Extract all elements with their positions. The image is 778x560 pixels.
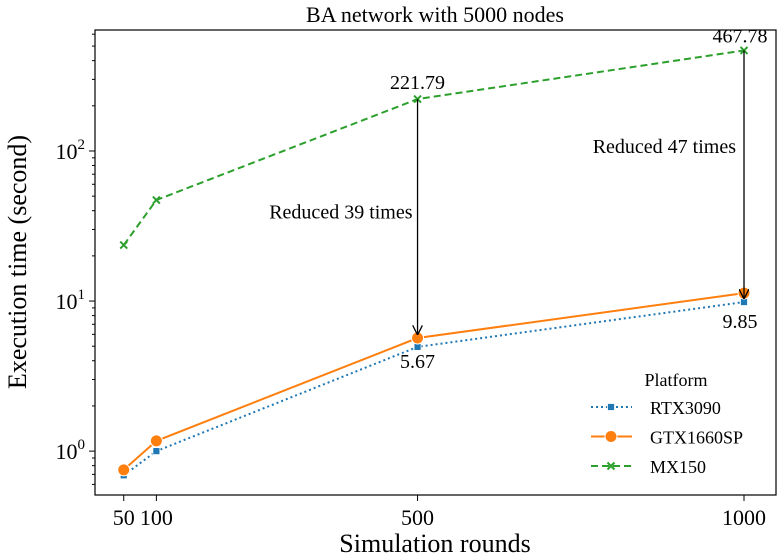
plot-frame [94,29,777,496]
data-point [149,434,163,448]
x-tick-label: 500 [401,505,434,530]
y-tick-label: 101 [56,287,86,314]
legend-item: MX150 [591,457,706,477]
legend-item: RTX3090 [591,398,721,418]
data-point [152,447,161,456]
chart-title: BA network with 5000 nodes [306,2,564,27]
legend-item: GTX1660SP [591,428,743,448]
legend-label: RTX3090 [650,398,721,418]
legend-marker [604,430,618,443]
x-tick-label: 100 [140,505,173,530]
y-tick-label: 100 [56,437,86,464]
data-point [739,46,749,55]
value-label: 5.67 [400,351,435,373]
data-point [117,463,131,477]
x-axis-label: Simulation rounds [339,529,530,555]
legend-title: Platform [645,370,708,390]
reduction-label: Reduced 47 times [593,136,737,158]
series-line [123,301,745,477]
x-tick-label: 50 [113,505,135,530]
legend-marker [606,461,616,471]
data-point [152,195,161,205]
value-label: 221.79 [390,72,445,94]
y-axis-label: Execution time (second) [3,135,32,389]
value-label: 467.78 [713,25,768,47]
legend-marker [607,403,615,411]
x-tick-label: 1000 [722,505,766,530]
legend-label: MX150 [650,457,706,477]
data-point [119,240,128,250]
series-line [123,292,745,471]
y-tick-label: 102 [56,137,86,164]
legend-label: GTX1660SP [650,428,743,448]
value-label: 9.85 [723,311,758,333]
reduction-label: Reduced 39 times [269,202,413,224]
data-point [740,298,748,306]
series-line [122,49,745,246]
